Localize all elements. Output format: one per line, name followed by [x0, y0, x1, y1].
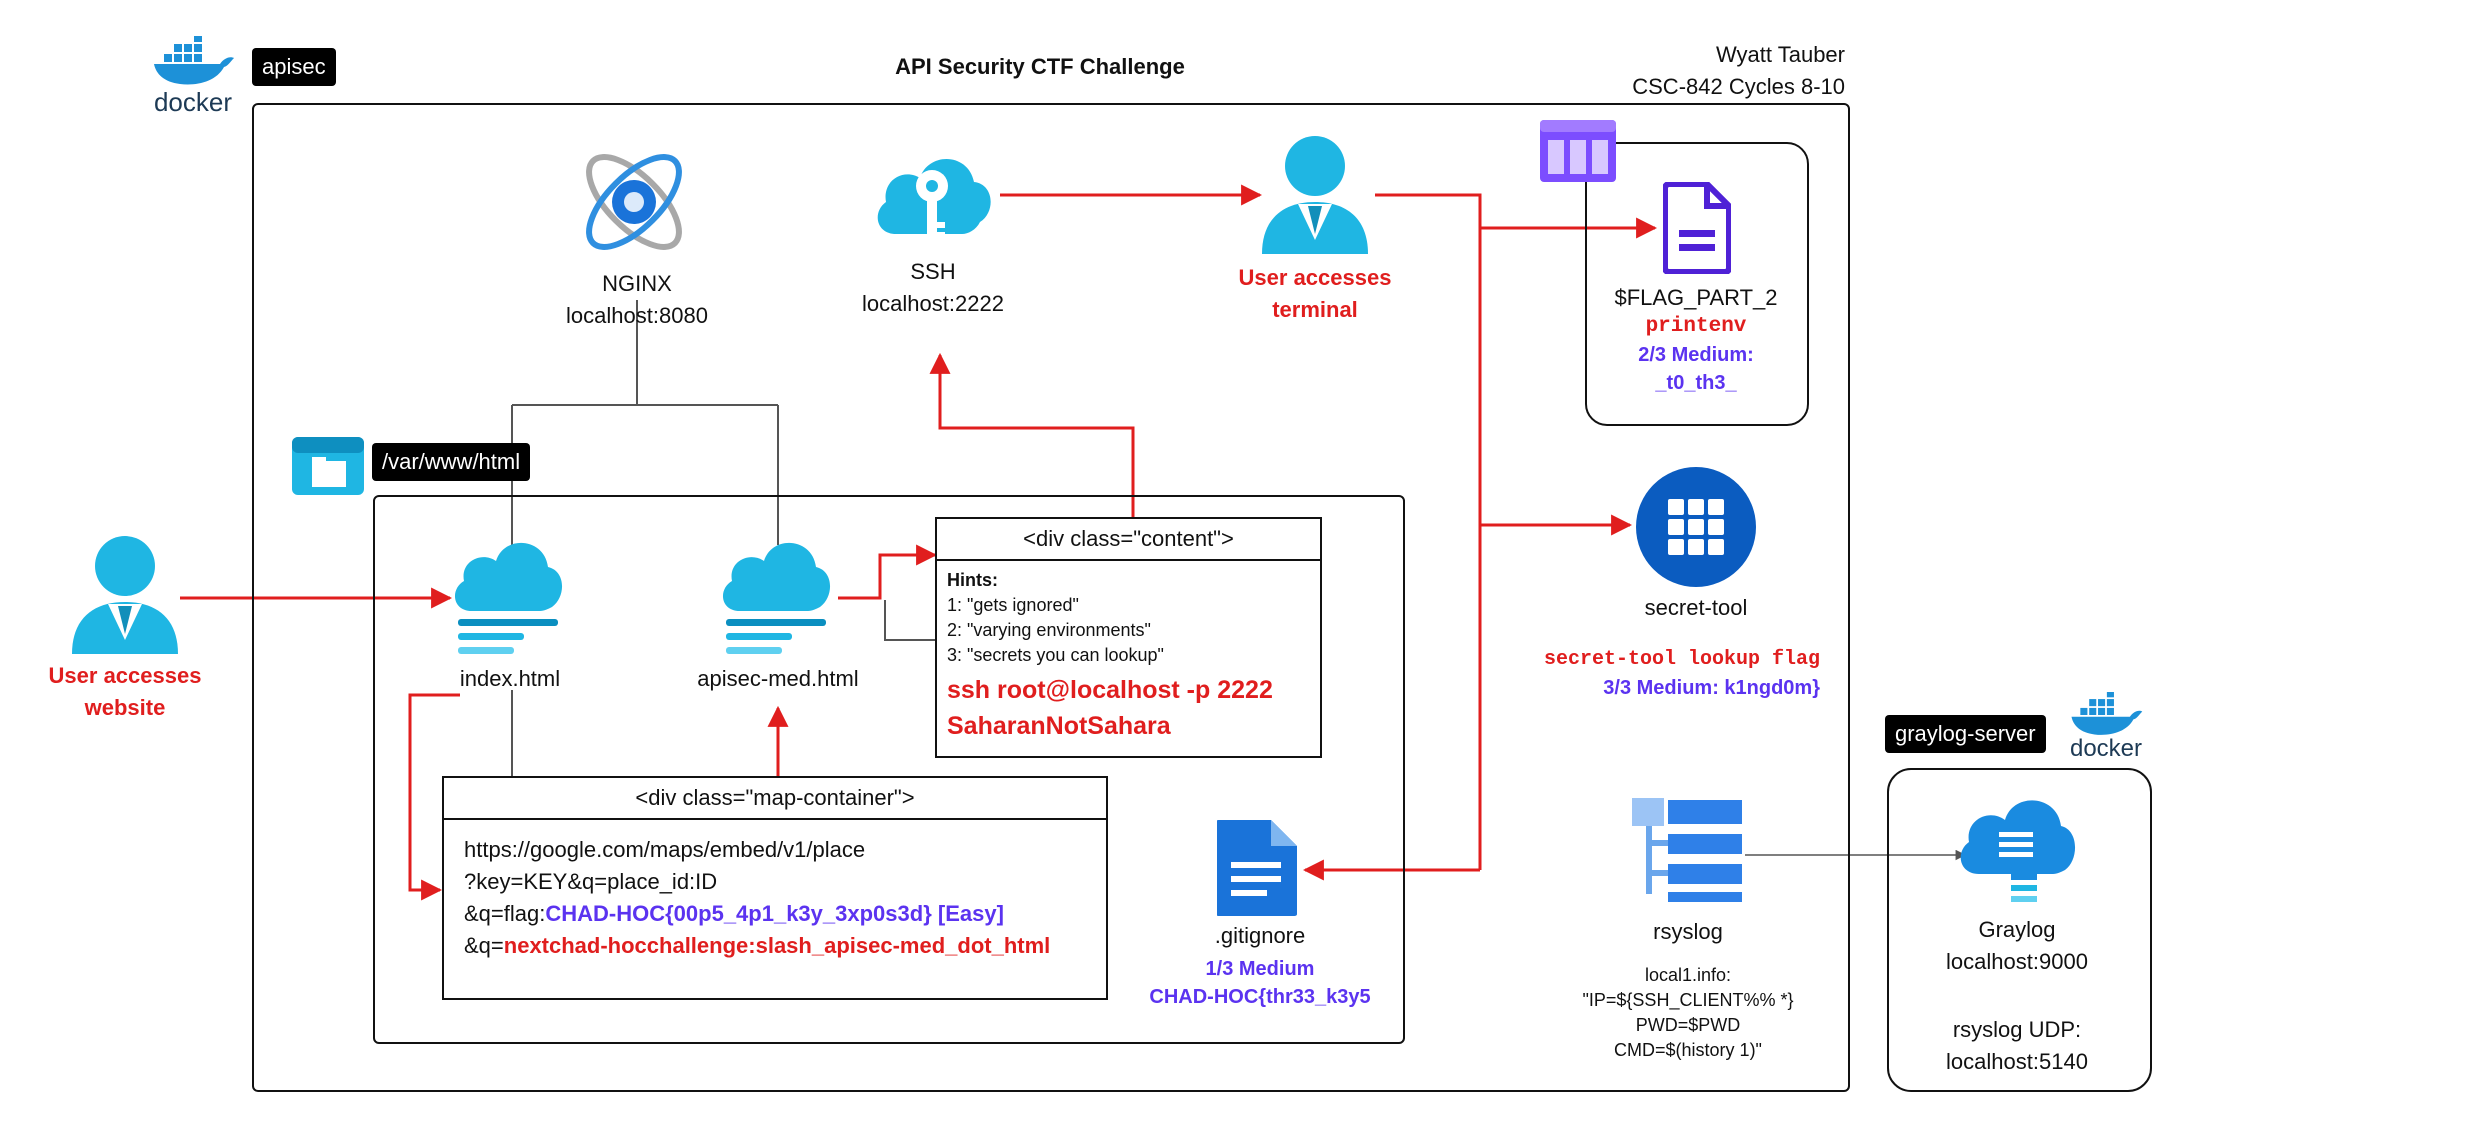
folder-icon — [292, 437, 364, 500]
graylog-container-frame — [1887, 768, 2152, 1092]
graylog-cloud-icon — [1953, 790, 2079, 913]
map-container-box: <div class="map-container"> https://goog… — [442, 776, 1108, 1000]
flag-part-command: printenv — [1645, 315, 1747, 338]
docker-wordmark: docker — [2069, 735, 2143, 762]
docker-logo-graylog: docker — [2064, 690, 2148, 763]
course-label: CSC-842 Cycles 8-10 — [1632, 74, 1845, 99]
website-user-line1: User accesses — [48, 663, 202, 688]
hint-2: 2: "varying environments" — [947, 620, 1151, 640]
secret-tool-command: secret-tool lookup flag — [1543, 648, 1820, 671]
map-query-prefix: &q= — [464, 933, 504, 958]
docker-wordmark: docker — [153, 87, 233, 117]
ssh-label: SSH — [910, 259, 956, 284]
docker-whale-icon — [154, 34, 234, 85]
index-to-map-arrow — [408, 693, 460, 901]
apisec-med-cloud-icon — [716, 533, 832, 662]
content-div-header: <div class="content"> — [937, 519, 1320, 561]
rsyslog-udp-label: rsyslog UDP: — [1952, 1017, 2082, 1042]
map-url-line1: https://google.com/maps/embed/v1/place — [464, 837, 866, 862]
map-url-line4: &q=nextchad-hocchallenge:slash_apisec-me… — [464, 930, 1086, 962]
map-container-header: <div class="map-container"> — [444, 778, 1106, 820]
apisec-container-frame — [252, 103, 1850, 1092]
ssh-command: ssh root@localhost -p 2222 — [947, 676, 1273, 704]
terminal-user-icon — [1258, 132, 1372, 262]
webroot-frame — [373, 495, 1405, 1044]
terminal-user-line1: User accesses — [1238, 265, 1392, 290]
index-file-label: index.html — [459, 666, 561, 691]
docker-whale-icon — [2071, 690, 2143, 735]
website-user-icon — [68, 532, 182, 662]
graylog-label: Graylog — [1978, 917, 2056, 942]
content-to-ssh-arrow — [929, 352, 1135, 518]
flag-part-level: 2/3 Medium: — [1638, 344, 1754, 366]
hint-3: 3: "secrets you can lookup" — [947, 645, 1164, 665]
flag-part-frame — [1585, 142, 1809, 426]
diagram-title: API Security CTF Challenge — [895, 54, 1185, 79]
gitignore-flag-value: CHAD-HOC{thr33_k3y5 — [1149, 986, 1371, 1008]
rsyslog-config-line2: "IP=${SSH_CLIENT%% *} — [1582, 990, 1794, 1010]
ssh-password: SaharanNotSahara — [947, 712, 1171, 740]
index-cloud-icon — [448, 533, 564, 662]
map-url-line3: &q=flag:CHAD-HOC{00p5_4p1_k3y_3xp0s3d} [… — [464, 898, 1086, 930]
webroot-tag: /var/www/html — [372, 443, 531, 481]
map-url-line2: ?key=KEY&q=place_id:ID — [464, 869, 718, 894]
apisec-tag: apisec — [252, 48, 336, 86]
nginx-address: localhost:8080 — [566, 303, 708, 328]
map-query-value: nextchad-hocchallenge:slash_apisec-med_d… — [503, 933, 1051, 958]
website-user-label: User accesses website — [5, 660, 245, 724]
graylog-server-tag: graylog-server — [1885, 715, 2046, 753]
nginx-label: NGINX — [602, 271, 672, 296]
flag-file-icon — [1662, 181, 1732, 279]
website-user-line2: website — [84, 695, 166, 720]
secret-tool-level: 3/3 Medium: k1ngd0m} — [1603, 677, 1820, 699]
secret-tool-grid-icon — [1635, 466, 1757, 593]
nginx-atom-icon — [572, 140, 696, 269]
apisec-med-file-label: apisec-med.html — [697, 666, 859, 691]
ssh-address: localhost:2222 — [862, 291, 1004, 316]
rsyslog-config-line3: PWD=$PWD — [1635, 1015, 1741, 1035]
easy-flag-value: CHAD-HOC{00p5_4p1_k3y_3xp0s3d} [Easy] — [545, 901, 1004, 926]
content-div-box: <div class="content"> Hints: 1: "gets ig… — [935, 517, 1322, 758]
gitignore-level: 1/3 Medium — [1205, 958, 1315, 980]
terminal-branch-line — [1375, 193, 1482, 870]
secret-tool-label: secret-tool — [1644, 595, 1748, 620]
table-icon — [1540, 120, 1616, 187]
hints-title: Hints: — [947, 570, 998, 590]
graylog-address: localhost:9000 — [1946, 949, 2088, 974]
map-flag-prefix: &q=flag: — [464, 901, 546, 926]
gitignore-file-icon — [1215, 818, 1299, 923]
flag-part-name: $FLAG_PART_2 — [1614, 285, 1778, 310]
rsyslog-config-line1: local1.info: — [1644, 965, 1732, 985]
terminal-user-label: User accesses terminal — [1195, 262, 1435, 326]
gitignore-label: .gitignore — [1214, 923, 1306, 948]
rsyslog-tree-icon — [1632, 798, 1744, 907]
rsyslog-config-line4: CMD=$(history 1)" — [1614, 1040, 1762, 1060]
hint-1: 1: "gets ignored" — [947, 595, 1079, 615]
author-name: Wyatt Tauber — [1715, 42, 1845, 67]
terminal-user-line2: terminal — [1272, 297, 1358, 322]
rsyslog-config: local1.info: "IP=${SSH_CLIENT%% *} PWD=$… — [1538, 963, 1838, 1063]
rsyslog-udp-address: localhost:5140 — [1946, 1049, 2088, 1074]
ssh-cloud-key-icon — [870, 138, 996, 255]
rsyslog-label: rsyslog — [1653, 919, 1723, 944]
flag-part-value: _t0_th3_ — [1655, 372, 1737, 394]
apisec-to-content-arrow — [838, 544, 938, 600]
docker-logo: docker — [148, 34, 238, 118]
